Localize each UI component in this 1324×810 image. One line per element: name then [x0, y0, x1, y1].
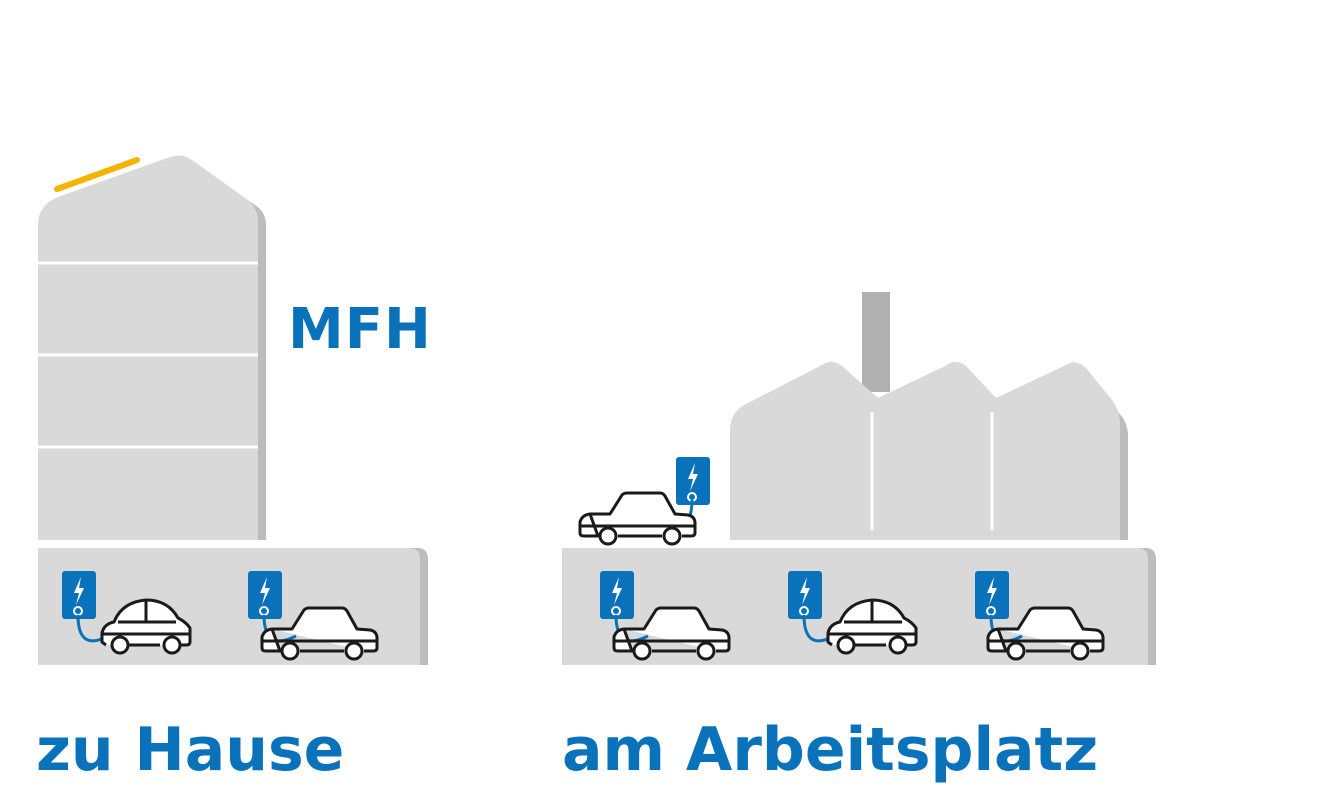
charging-station-icon	[788, 571, 822, 619]
building-label: MFH	[288, 302, 432, 358]
home-caption: zu Hause	[36, 720, 344, 780]
mfh-building	[38, 155, 266, 540]
charging-station-icon	[62, 571, 96, 619]
charging-station-icon	[676, 457, 710, 505]
charging-station-icon	[975, 571, 1009, 619]
charging-station-icon	[248, 571, 282, 619]
factory-building	[730, 292, 1128, 540]
charging-station-icon	[600, 571, 634, 619]
work-caption: am Arbeitsplatz	[562, 720, 1098, 780]
